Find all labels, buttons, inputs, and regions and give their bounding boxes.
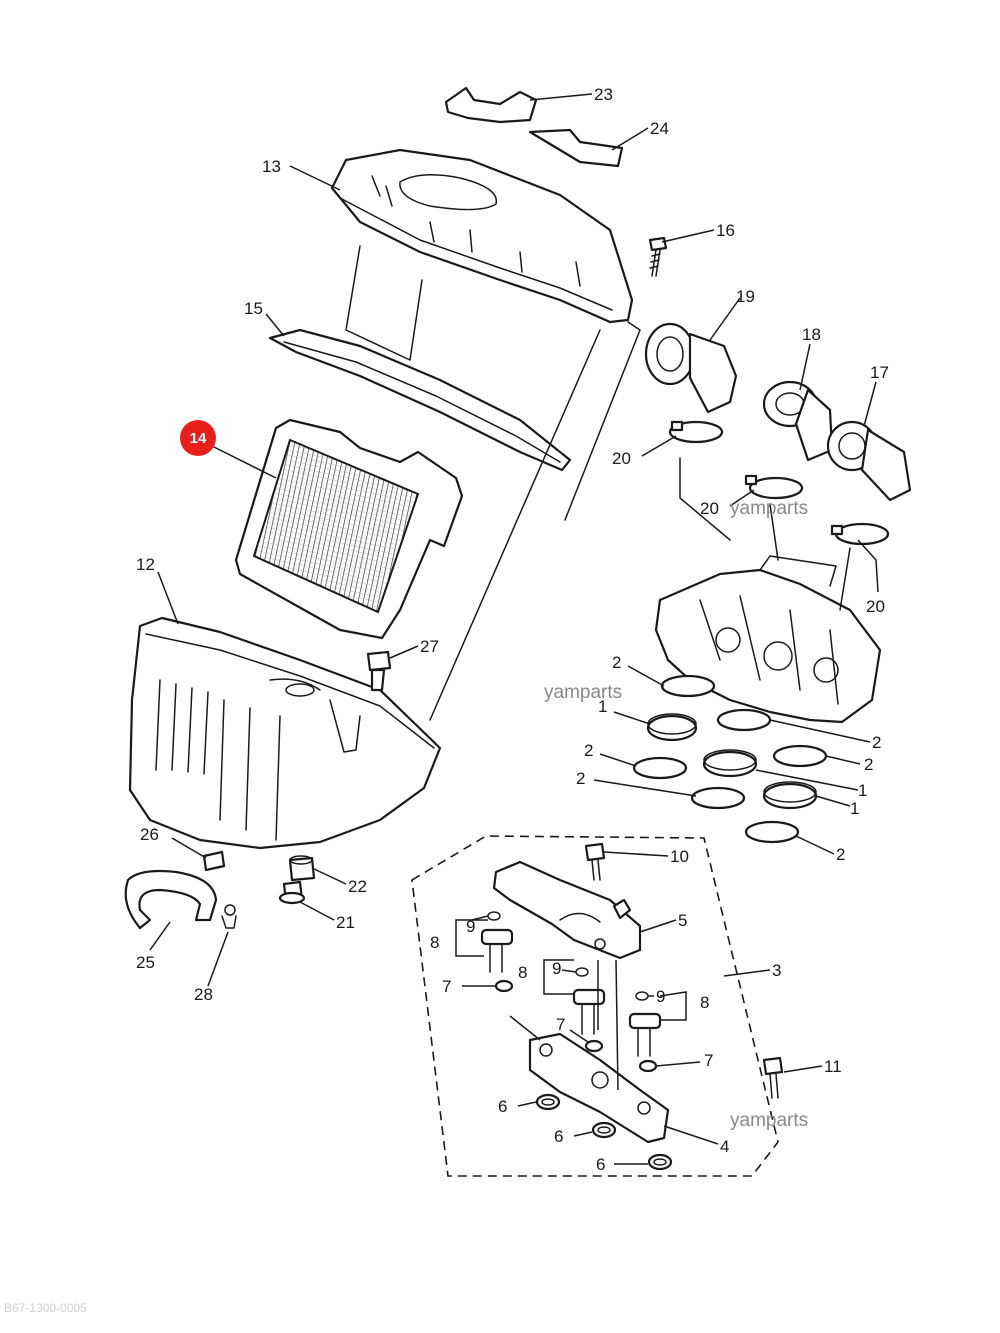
part-9-oring-1: [487, 911, 501, 921]
part-5-fuel-rail: [492, 860, 642, 960]
watermark-2: yamparts: [544, 682, 622, 703]
part-24-pad: [528, 128, 624, 168]
part-9-oring-2: [575, 967, 589, 977]
part-23-bracket: [444, 86, 538, 124]
part-9-oring-3: [635, 991, 649, 1001]
label-20b: 20: [700, 499, 719, 518]
part-18-joint: [762, 380, 834, 462]
label-23: 23: [594, 85, 613, 104]
label-9b: 9: [552, 959, 561, 978]
label-8b: 8: [518, 963, 527, 982]
label-8c: 8: [700, 993, 709, 1012]
part-26-plug: [202, 850, 226, 872]
label-8a: 8: [430, 933, 439, 952]
footer-code: B67-1300-0005: [4, 1301, 87, 1315]
label-21: 21: [336, 913, 355, 932]
part-2-clamp-5: [690, 786, 746, 810]
label-2f: 2: [836, 845, 845, 864]
label-24: 24: [650, 119, 669, 138]
part-7-seal-2: [584, 1039, 604, 1053]
part-16-screw: [648, 236, 668, 277]
label-19: 19: [736, 287, 755, 306]
label-1c: 1: [850, 799, 859, 818]
label-6c: 6: [596, 1155, 605, 1174]
label-16: 16: [716, 221, 735, 240]
part-27-bolt: [366, 650, 392, 692]
part-2-clamp-4: [772, 744, 828, 768]
label-7b: 7: [556, 1015, 565, 1034]
part-2-clamp-3: [632, 756, 688, 780]
label-1b: 1: [858, 781, 867, 800]
part-17-joint: [826, 420, 912, 502]
highlight-badge-14[interactable]: 14: [180, 420, 216, 456]
label-2c: 2: [584, 741, 593, 760]
part-13-airbox-cover: [330, 148, 634, 361]
part-6-ring-3: [647, 1153, 673, 1171]
label-12: 12: [136, 555, 155, 574]
part-20-clamp-a: [668, 420, 724, 444]
label-9c: 9: [656, 987, 665, 1006]
part-19-joint: [644, 322, 738, 414]
part-21-collar: [278, 880, 306, 905]
label-17: 17: [870, 363, 889, 382]
label-11: 11: [824, 1057, 842, 1076]
part-1-ring-3: [762, 781, 818, 810]
part-12-airbox: [128, 616, 442, 850]
label-4: 4: [720, 1137, 729, 1156]
label-25: 25: [136, 953, 155, 972]
label-20a: 20: [612, 449, 631, 468]
badge-label-14: 14: [190, 430, 207, 447]
label-13: 13: [262, 157, 281, 176]
part-1-ring-2: [702, 749, 758, 778]
part-4-delivery-pipe: [528, 1032, 670, 1144]
label-7c: 7: [704, 1051, 713, 1070]
label-18: 18: [802, 325, 821, 344]
part-1-ring-1: [646, 713, 698, 742]
part-3-assembly-boundary: [411, 835, 779, 1177]
part-2-clamp-1: [660, 674, 716, 698]
watermark-3: yamparts: [730, 1110, 808, 1131]
label-10: 10: [670, 847, 689, 866]
part-20-clamp-c: [830, 522, 890, 546]
part-2-clamp-2: [716, 708, 772, 732]
part-14-air-filter: [234, 418, 464, 640]
label-2b: 2: [872, 733, 881, 752]
part-28-clip: [221, 904, 237, 929]
part-labels: 23 24 13 16 19 18 17 15 12 27 26 25 28 2…: [136, 85, 889, 1174]
label-28: 28: [194, 985, 213, 1004]
part-7-seal-3: [638, 1059, 658, 1073]
label-3: 3: [772, 961, 781, 980]
part-8-injector-1: [480, 928, 514, 973]
part-15-gasket: [268, 328, 572, 472]
label-2a: 2: [612, 653, 621, 672]
label-2e: 2: [576, 769, 585, 788]
label-22: 22: [348, 877, 367, 896]
label-7a: 7: [442, 977, 451, 996]
part-6-ring-1: [535, 1093, 561, 1111]
part-8-injector-3: [628, 1012, 662, 1057]
label-6a: 6: [498, 1097, 507, 1116]
label-27: 27: [420, 637, 439, 656]
part-6-ring-2: [591, 1121, 617, 1139]
part-11-bolt: [762, 1056, 784, 1099]
leader-lines: [149, 93, 879, 1165]
throttle-body: [654, 555, 882, 724]
part-22-grommet: [288, 855, 316, 882]
part-10-bolt: [584, 842, 606, 881]
part-8-injector-2: [572, 988, 606, 1035]
part-2-clamp-6: [744, 820, 800, 844]
watermark-1: yamparts: [730, 498, 808, 519]
label-26: 26: [140, 825, 159, 844]
label-6b: 6: [554, 1127, 563, 1146]
part-20-clamp-b: [744, 474, 804, 500]
label-20c: 20: [866, 597, 885, 616]
part-7-seal-1: [494, 979, 514, 993]
label-15: 15: [244, 299, 263, 318]
part-25-hose: [124, 869, 218, 930]
label-5: 5: [678, 911, 687, 930]
label-2d: 2: [864, 755, 873, 774]
label-9a: 9: [466, 917, 475, 936]
label-1a: 1: [598, 697, 607, 716]
